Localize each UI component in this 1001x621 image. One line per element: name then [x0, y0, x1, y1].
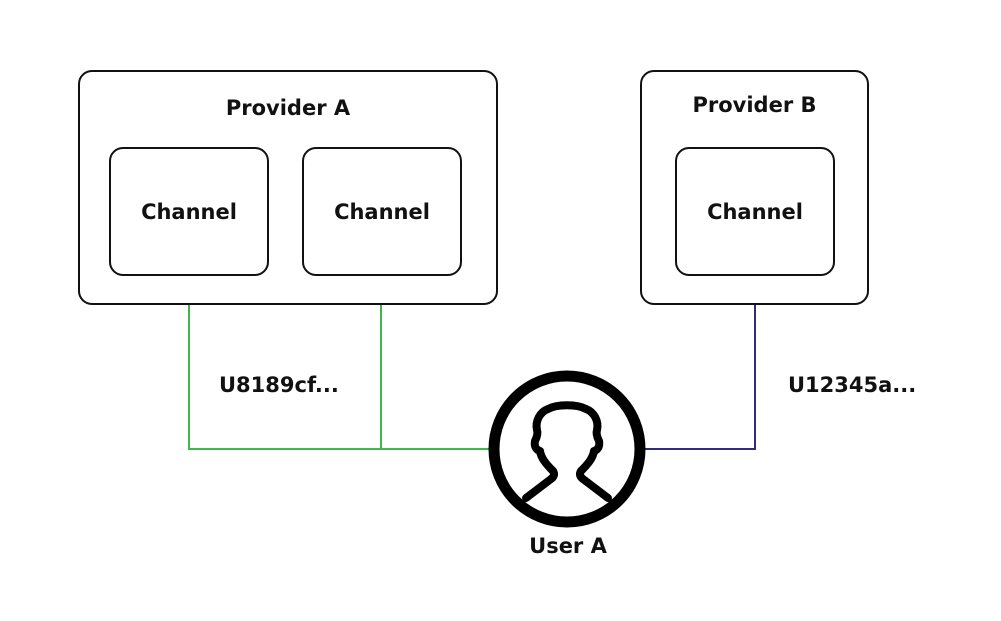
provider-b-connection-line — [645, 276, 756, 450]
provider-a-connection-line — [188, 276, 490, 450]
provider-a-channel-2: Channel — [302, 147, 462, 276]
provider-b-channel-1: Channel — [675, 147, 835, 276]
provider-a-user-id-label: U8189cf... — [219, 373, 339, 397]
provider-b-title: Provider B — [692, 93, 817, 117]
provider-b-user-id-label: U12345a... — [788, 373, 917, 397]
provider-a-title: Provider A — [225, 96, 351, 120]
provider-a-channel-1: Channel — [109, 147, 269, 276]
user-avatar-icon — [488, 370, 646, 528]
user-label: User A — [529, 534, 607, 558]
